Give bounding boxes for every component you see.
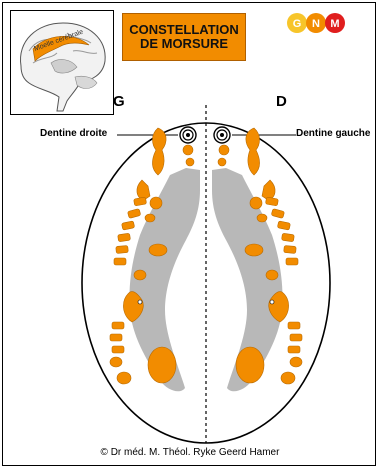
copyright-text: © Dr méd. M. Théol. Ryke Geerd Hamer [0, 447, 380, 458]
relay-target-right [214, 127, 230, 143]
relay-target-left [180, 127, 196, 143]
